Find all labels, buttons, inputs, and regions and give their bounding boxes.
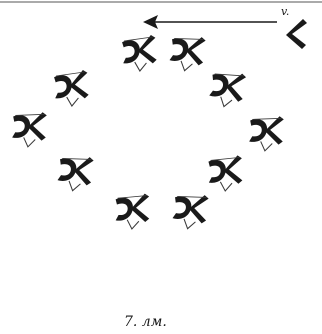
corner-label: v. [281, 5, 289, 18]
left-arrow [143, 15, 277, 29]
ring-glyph-10-icon [53, 70, 91, 108]
ring-glyph-8-icon [57, 155, 94, 192]
ring-glyph-1-icon [121, 35, 159, 73]
ring-glyph-5-icon [207, 155, 244, 192]
ring-glyph-7-icon [114, 193, 150, 229]
ring-glyph-3-icon [208, 70, 246, 108]
ring-glyph-6-icon [172, 193, 209, 230]
figure-caption: 7. лм. [124, 314, 167, 330]
ring-glyph-2-icon [169, 35, 206, 72]
single-glyph-icon [286, 19, 307, 49]
ring-glyph-4-icon [249, 116, 284, 151]
ring-glyph-9-icon [12, 112, 47, 147]
glyph-ring [12, 35, 284, 230]
